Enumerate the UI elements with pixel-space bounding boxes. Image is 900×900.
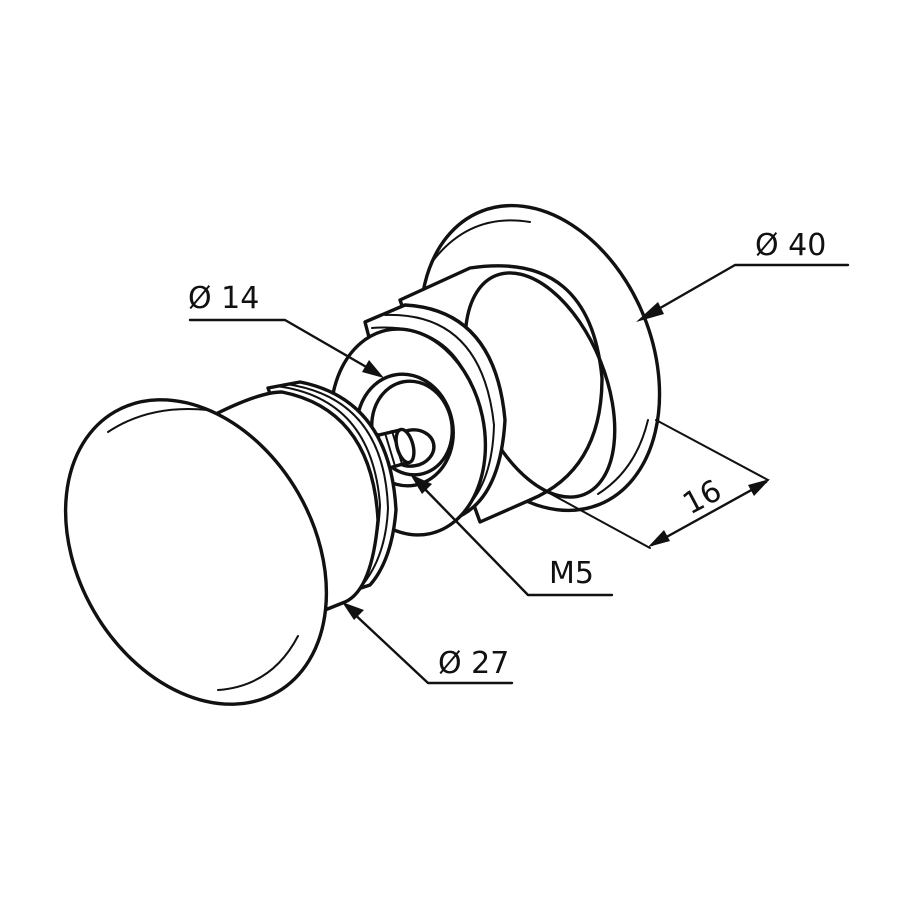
dimension-diameter-40-label: Ø 40 [755,228,826,263]
dimension-diameter-40: Ø 40 [636,228,850,322]
dimension-diameter-14: Ø 14 [188,281,384,378]
dimension-diameter-14-label: Ø 14 [188,281,259,316]
dimension-length-16-label: 16 [677,473,727,522]
dimension-thread-m5-label: M5 [549,556,594,591]
dimension-diameter-27-label: Ø 27 [438,646,509,681]
dimension-thread-m5: M5 [410,474,614,597]
dimension-diameter-27: Ø 27 [342,602,514,685]
knob-head [63,398,329,706]
